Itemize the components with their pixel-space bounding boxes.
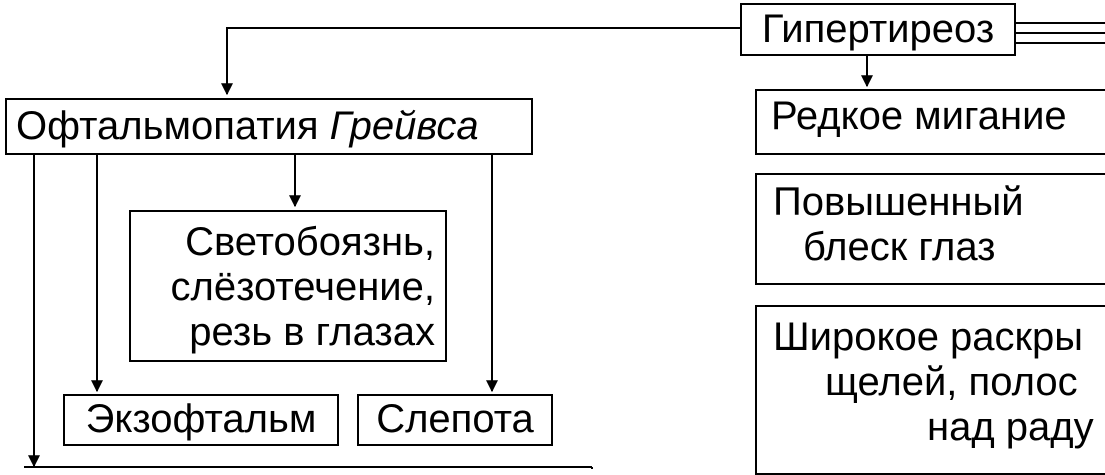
node-graves-ophthalmopathy: Офтальмопатия Грейвса: [5, 98, 533, 155]
node-increased-shine-line-1: Повышенный: [773, 180, 1024, 224]
node-blindness: Слепота: [357, 394, 553, 446]
node-hyperthyroidism-label: Гипертиреоз: [761, 7, 995, 51]
node-increased-shine: Повышенный блеск глаз: [755, 173, 1105, 285]
node-graves-name-label: Грейвса: [329, 104, 479, 148]
node-wide-opening-line-3: над раду: [927, 405, 1094, 449]
node-photophobia-line-2: слёзотечение,: [170, 265, 435, 309]
node-photophobia-line-3: резь в глазах: [189, 310, 435, 354]
node-wide-opening: Широкое раскры щелей, полос над раду: [755, 305, 1105, 475]
node-hyperthyroidism: Гипертиреоз: [740, 3, 1016, 56]
node-wide-opening-line-1: Широкое раскры: [773, 315, 1084, 359]
arrow-hyper-to-graves: [221, 27, 740, 96]
node-rare-blinking-label: Редкое мигание: [771, 94, 1067, 138]
node-exophthalmos: Экзофтальм: [63, 394, 339, 446]
node-increased-shine-line-2: блеск глаз: [803, 225, 996, 269]
node-photophobia: Светобоязнь, слёзотечение, резь в глазах: [129, 210, 447, 362]
node-wide-opening-line-2: щелей, полос: [825, 360, 1078, 404]
node-exophthalmos-label: Экзофтальм: [85, 397, 317, 441]
node-blindness-label: Слепота: [376, 397, 534, 441]
node-photophobia-line-1: Светобоязнь,: [185, 220, 435, 264]
node-graves-main-label: Офтальмопатия: [16, 104, 319, 148]
node-rare-blinking: Редкое мигание: [755, 89, 1105, 155]
